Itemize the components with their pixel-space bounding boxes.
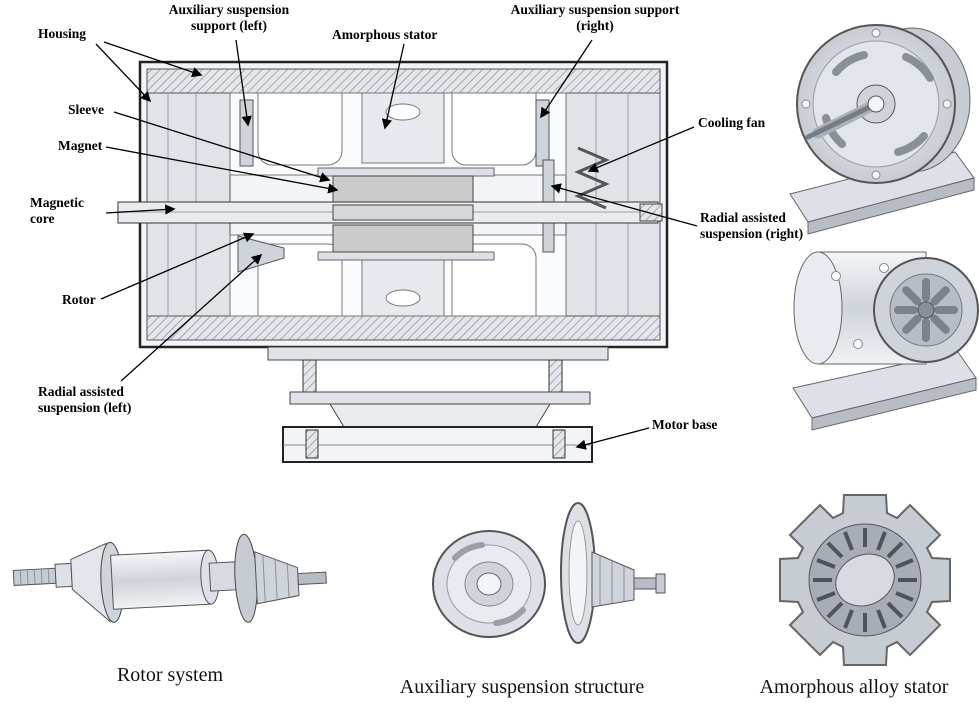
leader-lines xyxy=(95,39,698,450)
rotor-system-render xyxy=(12,533,327,623)
fan-blades xyxy=(894,278,958,342)
callout-amorphous-stator: Amorphous stator xyxy=(332,27,438,42)
stator-slots xyxy=(813,528,917,632)
callout-motor-base: Motor base xyxy=(652,417,718,432)
aux-suspension-render xyxy=(432,502,666,644)
motor-cross-section xyxy=(117,60,669,463)
callout-housing: Housing xyxy=(38,26,87,41)
callout-magnetic-core: Magnetic core xyxy=(30,195,84,227)
stator-block-top xyxy=(332,175,474,204)
callout-sleeve: Sleeve xyxy=(68,102,104,117)
stator-block-bottom xyxy=(332,224,474,253)
cooling-fan-part xyxy=(574,146,610,210)
callout-aux-support-left: Auxiliary suspension support (left) xyxy=(168,2,290,34)
callout-radial-suspension-right: Radial assisted suspension (right) xyxy=(700,210,804,242)
caption-aux-suspension-structure: Auxiliary suspension structure xyxy=(399,676,645,698)
callout-radial-suspension-left: Radial assisted suspension (left) xyxy=(38,384,132,416)
callout-magnet: Magnet xyxy=(58,138,103,153)
amorphous-stator-render xyxy=(779,494,951,666)
callout-aux-support-right: Auxiliary suspension support (right) xyxy=(510,2,680,34)
callout-cooling-fan: Cooling fan xyxy=(698,115,766,130)
callout-rotor: Rotor xyxy=(62,292,96,307)
motor-rear-view xyxy=(792,251,979,431)
rotor-part xyxy=(332,204,474,221)
caption-amorphous-alloy-stator: Amorphous alloy stator xyxy=(759,676,949,698)
sleeve-part xyxy=(317,167,495,177)
aux-support-right-part xyxy=(535,99,550,167)
caption-rotor-system: Rotor system xyxy=(116,664,224,686)
motor-front-view xyxy=(789,24,975,235)
